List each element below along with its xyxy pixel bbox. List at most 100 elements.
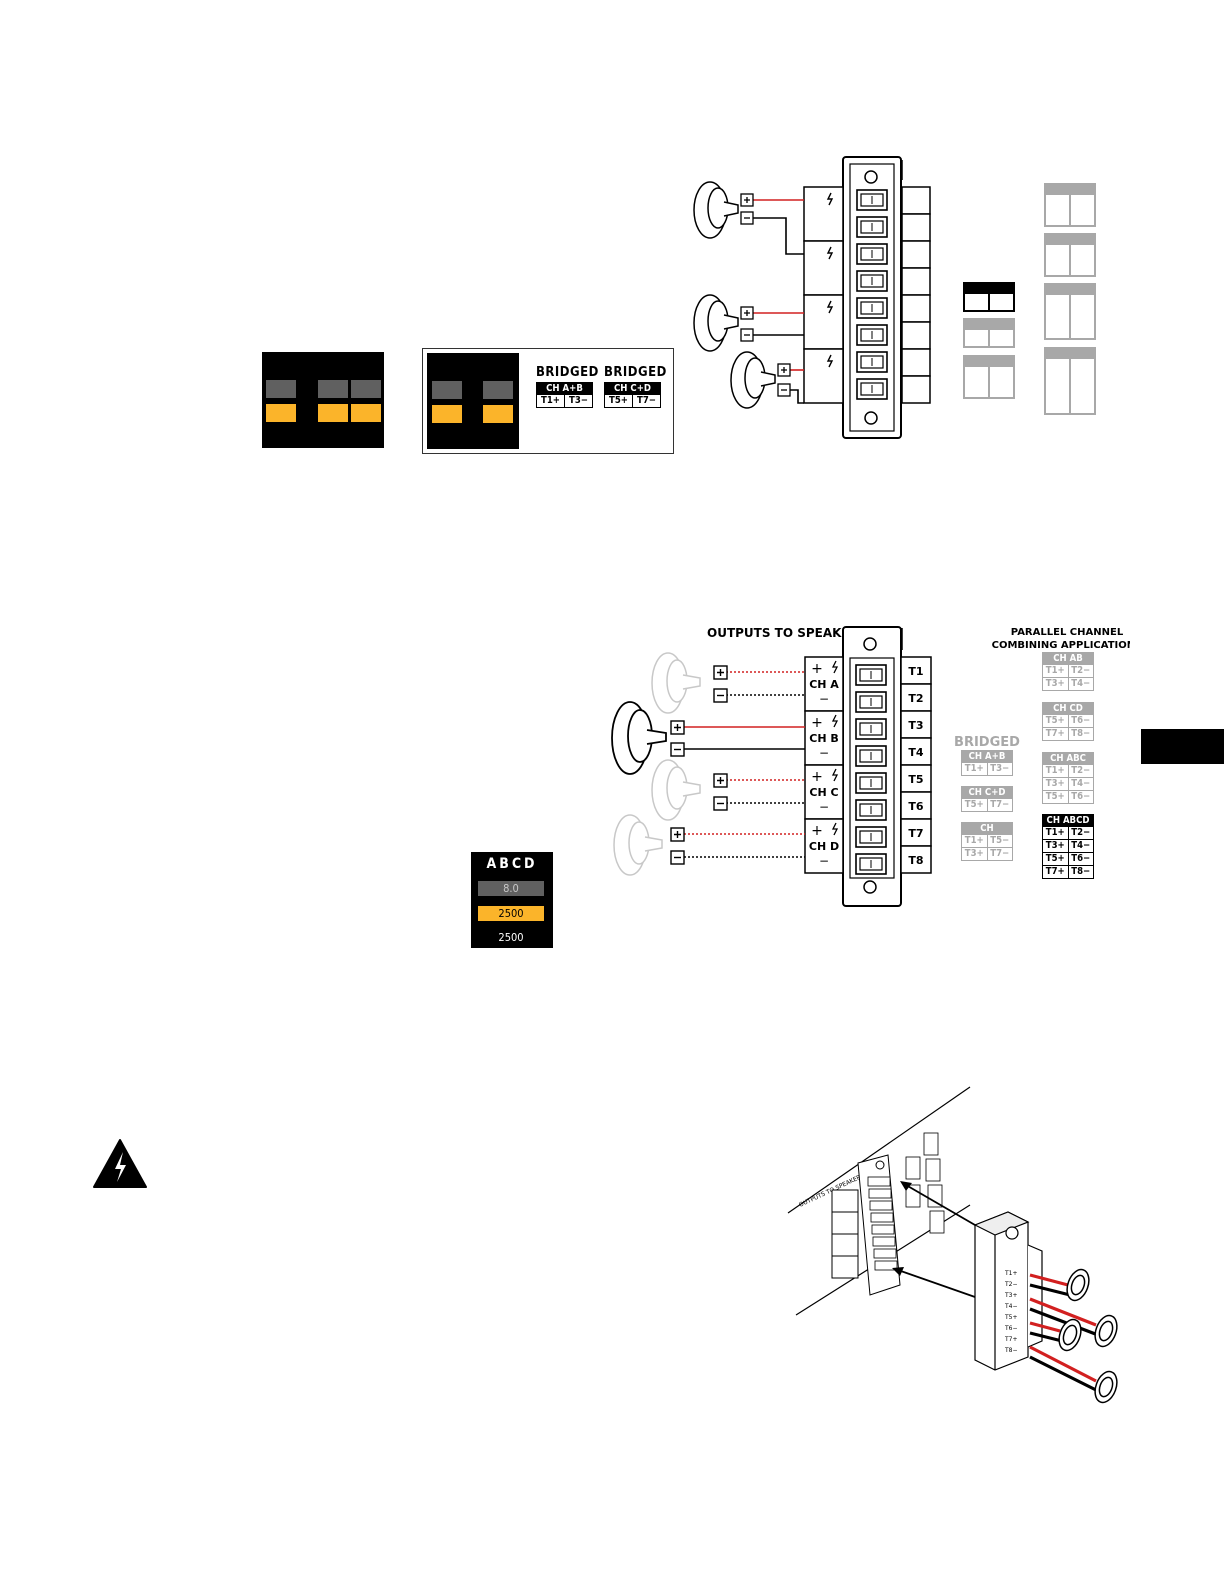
tag-cell: T5+ bbox=[1043, 790, 1068, 803]
tag-cell: T2− bbox=[1067, 664, 1093, 677]
rear-panel-illustration: OUTPUTS TO SPEAKERS T1+T2−T3+T4−T5+T6−T7… bbox=[787, 1086, 1118, 1404]
terminal-label: T8 bbox=[908, 854, 923, 867]
plug-label: T4− bbox=[1004, 1303, 1018, 1310]
tag-cell: T8− bbox=[1067, 727, 1093, 740]
speaker-icon bbox=[693, 294, 739, 352]
tag-cell: T5+ bbox=[962, 798, 987, 811]
tag-cell: T5− bbox=[986, 834, 1012, 847]
speaker-icon bbox=[1094, 1370, 1118, 1404]
channel-plus: + bbox=[811, 661, 823, 677]
plug-labels: T1+T2−T3+T4−T5+T6−T7+T8− bbox=[1004, 1270, 1018, 1354]
channel-plus: + bbox=[811, 769, 823, 785]
tag-cell: T6− bbox=[1067, 790, 1093, 803]
plug-label: T5+ bbox=[1004, 1314, 1018, 1321]
tag-header: CH C+D bbox=[962, 787, 1012, 798]
tag-cell: T4− bbox=[1067, 677, 1093, 690]
tag-header: CH AB+CD bbox=[962, 823, 1012, 845]
channel-boxes-left bbox=[803, 186, 844, 404]
tag-cell: T1+ bbox=[962, 762, 987, 775]
channel-minus: − bbox=[819, 800, 829, 814]
tag-cell: T3− bbox=[986, 762, 1012, 775]
tag-header: CH A+B bbox=[962, 751, 1012, 762]
segment-grey bbox=[266, 380, 296, 398]
tag-header: CH ABC bbox=[1043, 753, 1093, 764]
tag-cell: T4− bbox=[1067, 777, 1093, 790]
tag-cell: T7− bbox=[632, 394, 660, 407]
parallel-tag-cd: CH CD T5+T6− T7+T8− bbox=[1042, 702, 1094, 741]
terminal-label: T4 bbox=[908, 746, 924, 759]
tag-cell: T7+ bbox=[1043, 865, 1068, 878]
terminal-label: T2 bbox=[908, 692, 923, 705]
segment-amber bbox=[266, 404, 296, 422]
tag-header: CH ABCD bbox=[1043, 815, 1093, 826]
tag-cell: T7− bbox=[986, 847, 1012, 860]
abcd-value-power: 2500 bbox=[478, 906, 544, 921]
tag-cell: T1+ bbox=[1043, 764, 1068, 777]
speaker-icon bbox=[730, 351, 776, 409]
tag-cell: T6− bbox=[1067, 852, 1093, 865]
plug-label: T3+ bbox=[1004, 1292, 1018, 1299]
tag-cell: T7− bbox=[986, 798, 1012, 811]
terminal-label: T3 bbox=[908, 719, 923, 732]
tag-header: CH CD bbox=[1043, 703, 1093, 714]
tag-header: CH AB bbox=[1043, 653, 1093, 664]
speaker-icon bbox=[693, 181, 739, 239]
tag-cell: T3+ bbox=[1043, 677, 1068, 690]
bridged-ab-tag: CH A+B T1+ T3− bbox=[536, 382, 593, 408]
speaker-icon bbox=[1094, 1314, 1118, 1348]
terminal-box bbox=[900, 710, 932, 739]
channel-labels: +CH A−+CH B−+CH C−+CH D− bbox=[809, 660, 839, 868]
middle-connector-diagram: OUTPUTS TO SPEAKERS +CH A−+CH B−+CH C−+C… bbox=[611, 626, 1130, 907]
bridged-cd-title: BRIDGED bbox=[604, 365, 667, 380]
tag-cell: T7+ bbox=[1043, 727, 1068, 740]
terminal-label: T6 bbox=[908, 800, 924, 813]
speaker-icon bbox=[651, 759, 701, 821]
bridged-tag-ab: CH A+B T1+T3− bbox=[961, 750, 1013, 776]
segment-amber bbox=[432, 405, 462, 423]
section-side-tab bbox=[1141, 729, 1224, 764]
mini-tags bbox=[963, 183, 1096, 415]
channel-minus: − bbox=[819, 746, 829, 760]
electric-warning-icon bbox=[93, 1139, 147, 1188]
abcd-title: ABCD bbox=[486, 856, 538, 872]
abcd-value-power-2: 2500 bbox=[498, 931, 524, 944]
tag-cell: T3+ bbox=[1043, 777, 1068, 790]
tag-cell: T1+ bbox=[537, 394, 564, 407]
terminal-box bbox=[900, 791, 932, 820]
wires bbox=[684, 671, 805, 858]
wires bbox=[753, 199, 804, 404]
tag-cell: T3− bbox=[564, 394, 592, 407]
connector-pins bbox=[856, 189, 888, 400]
plug-label: T8− bbox=[1004, 1347, 1018, 1354]
tag-cell: T1+ bbox=[962, 834, 987, 847]
bridged-cd-tag: CH C+D T5+ T7− bbox=[604, 382, 661, 408]
terminal-box bbox=[900, 656, 932, 685]
plug-label: T7+ bbox=[1004, 1336, 1018, 1343]
segment-grey bbox=[483, 381, 513, 399]
parallel-tag-abcd: CH ABCD T1+T2− T3+T4− T5+T6− T7+T8− bbox=[1042, 814, 1094, 879]
parallel-label-1: PARALLEL CHANNEL bbox=[1011, 627, 1124, 638]
terminal-box bbox=[900, 818, 932, 847]
terminal-boxes-right bbox=[901, 186, 931, 404]
parallel-label-2: COMBINING APPLICATIONS bbox=[992, 640, 1130, 651]
bolt-icon bbox=[831, 822, 839, 836]
channel-label: CH A bbox=[809, 678, 839, 691]
speaker-icon bbox=[1066, 1268, 1090, 1302]
tag-cell: T5+ bbox=[1043, 714, 1068, 727]
bolt-icon bbox=[831, 660, 839, 674]
amp-display-left bbox=[262, 352, 384, 448]
tag-cell: T4− bbox=[1067, 839, 1093, 852]
bridged-tag-cd: CH C+D T5+T7− bbox=[961, 786, 1013, 812]
segment-amber bbox=[318, 404, 348, 422]
tag-cell: T3+ bbox=[962, 847, 987, 860]
channel-label: CH B bbox=[809, 732, 839, 745]
tag-cell: T2− bbox=[1067, 826, 1093, 839]
tag-cell: T1+ bbox=[1043, 826, 1068, 839]
terminal-box bbox=[900, 845, 932, 874]
channel-boxes bbox=[804, 656, 844, 874]
polarity-markers bbox=[740, 193, 791, 397]
tag-header: CH C+D bbox=[605, 383, 660, 394]
polarity-markers bbox=[670, 665, 728, 865]
abcd-display: ABCD 8.0 2500 2500 bbox=[471, 852, 553, 948]
